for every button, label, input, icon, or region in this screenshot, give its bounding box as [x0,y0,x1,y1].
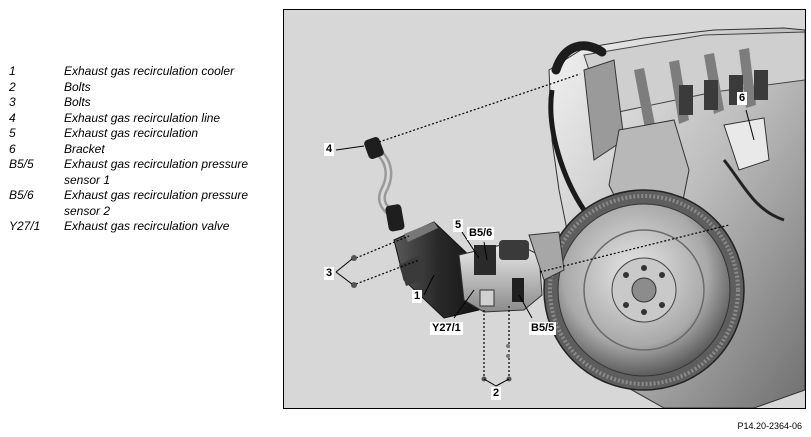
legend-row-6: 6 Bracket [9,142,279,158]
legend-text: Exhaust gas recirculation valve [64,219,230,233]
flywheel [543,189,745,391]
legend-row-4: 4 Exhaust gas recirculation line [9,111,279,127]
callout-4: 4 [324,143,335,156]
legend-key: Y27/1 [9,219,41,233]
legend-row-1: 1 Exhaust gas recirculation cooler [9,64,279,80]
legend-key: 2 [9,79,16,94]
callout-y27-1: Y27/1 [430,322,463,335]
legend-text: Exhaust gas recirculation line [64,110,221,125]
legend-text: Exhaust gas recirculation [64,126,199,140]
egr-valve-assembly [458,231,565,313]
legend-text: Bolts [64,95,91,109]
legend-text: Bracket [64,141,105,156]
legend-row-2: 2 Bolts [9,80,279,96]
callout-3: 3 [324,267,335,280]
legend-text: Exhaust gas recirculation cooler [64,64,235,78]
legend-row-3: 3 Bolts [9,95,279,111]
legend-key: 5 [9,126,16,140]
leader-lines [355,73,730,378]
legend-row-y271: Y27/1 Exhaust gas recirculation valve [9,219,279,235]
callout-lines [335,109,755,387]
callout-6: 6 [737,92,748,105]
legend-key: 3 [9,95,16,109]
figure-code: P14.20-2364-06 [737,421,802,431]
engine-drawing [335,27,805,408]
callout-5: 5 [453,219,464,232]
legend-key: 1 [9,64,16,78]
legend-text: Exhaust gas recirculation pressure senso… [64,157,249,187]
callout-b5-5: B5/5 [529,322,557,335]
egr-cooler [393,221,480,319]
egr-line [364,136,405,232]
legend-row-b56: B5/6 Exhaust gas recirculation pressure … [9,188,279,219]
legend-row-b55: B5/5 Exhaust gas recirculation pressure … [9,157,279,188]
callout-b5-6: B5/6 [467,227,495,240]
legend-key: B5/5 [9,157,34,171]
engine-illustration: 4 3 1 5 B5/6 Y27/1 B5/5 2 6 [283,9,806,409]
legend-text: Bolts [64,79,91,94]
legend-key: B5/6 [9,188,34,202]
legend-text: Exhaust gas recirculation pressure senso… [64,188,249,218]
legend-row-5: 5 Exhaust gas recirculation [9,126,279,142]
legend-key: 4 [9,110,16,125]
legend-key: 6 [9,141,16,156]
callout-2: 2 [491,387,502,400]
legend: 1 Exhaust gas recirculation cooler 2 Bol… [9,64,279,235]
callout-1: 1 [412,290,423,303]
